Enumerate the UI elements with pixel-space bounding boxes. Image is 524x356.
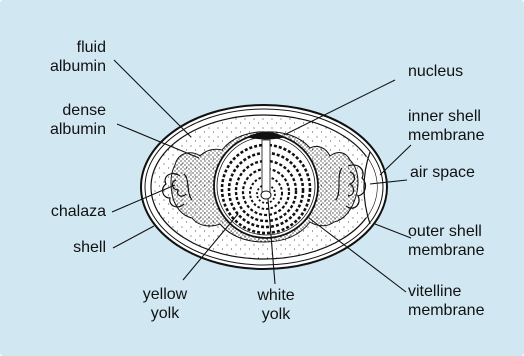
label-outer-shell-membrane: outer shell membrane [408,222,484,260]
leader-inner-shell-membrane [380,145,411,175]
leader-fluid-albumin [114,60,191,137]
label-white-yolk: white yolk [236,286,316,324]
label-inner-shell-membrane: inner shell membrane [408,107,484,145]
label-shell: shell [73,238,106,257]
white-yolk-latebra [262,140,270,192]
leader-outer-shell-membrane [375,224,411,238]
white-yolk-center [261,191,271,199]
label-yellow-yolk: yellow yolk [120,285,210,323]
label-nucleus: nucleus [408,62,463,81]
label-fluid-albumin: fluid albumin [50,38,106,76]
label-dense-albumin: dense albumin [50,101,106,139]
label-vitelline-membrane: vitelline membrane [408,282,484,320]
leader-shell [113,226,154,248]
label-chalaza: chalaza [51,202,106,221]
label-air-space: air space [410,163,475,182]
